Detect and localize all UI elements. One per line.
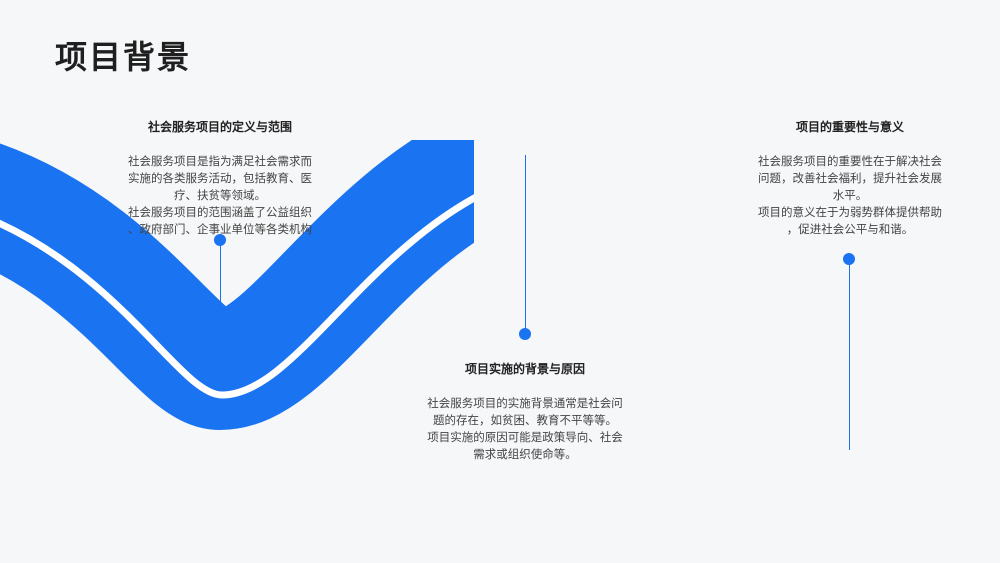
connector-line <box>525 155 526 335</box>
corner-stripe-decoration <box>0 0 73 34</box>
section-heading: 社会服务项目的定义与范围 <box>147 120 292 134</box>
connector-line <box>849 260 850 450</box>
connector-dot <box>519 328 531 340</box>
connector-line <box>220 240 221 350</box>
connector-dot <box>214 234 226 246</box>
section-background-reasons: 项目实施的背景与原因 社会服务项目的实施背景通常是社会问 题的存在，如贫困、教育… <box>410 360 640 463</box>
connector-dot <box>843 253 855 265</box>
page-title: 项目背景 <box>55 38 192 76</box>
wave-ribbon-decoration <box>0 140 474 431</box>
section-importance-meaning: 项目的重要性与意义 社会服务项目的重要性在于解决社会 问题，改善社会福利，提升社… <box>735 118 965 238</box>
section-heading: 项目的重要性与意义 <box>795 120 904 134</box>
section-body: 社会服务项目是指为满足社会需求而 实施的各类服务活动，包括教育、医 疗、扶贫等领… <box>128 154 312 236</box>
section-definition-scope: 社会服务项目的定义与范围 社会服务项目是指为满足社会需求而 实施的各类服务活动，… <box>105 118 335 238</box>
section-body: 社会服务项目的实施背景通常是社会问 题的存在，如贫困、教育不平等等。 项目实施的… <box>427 396 623 461</box>
section-heading: 项目实施的背景与原因 <box>464 362 585 376</box>
section-body: 社会服务项目的重要性在于解决社会 问题，改善社会福利，提升社会发展 水平。 项目… <box>758 154 942 236</box>
